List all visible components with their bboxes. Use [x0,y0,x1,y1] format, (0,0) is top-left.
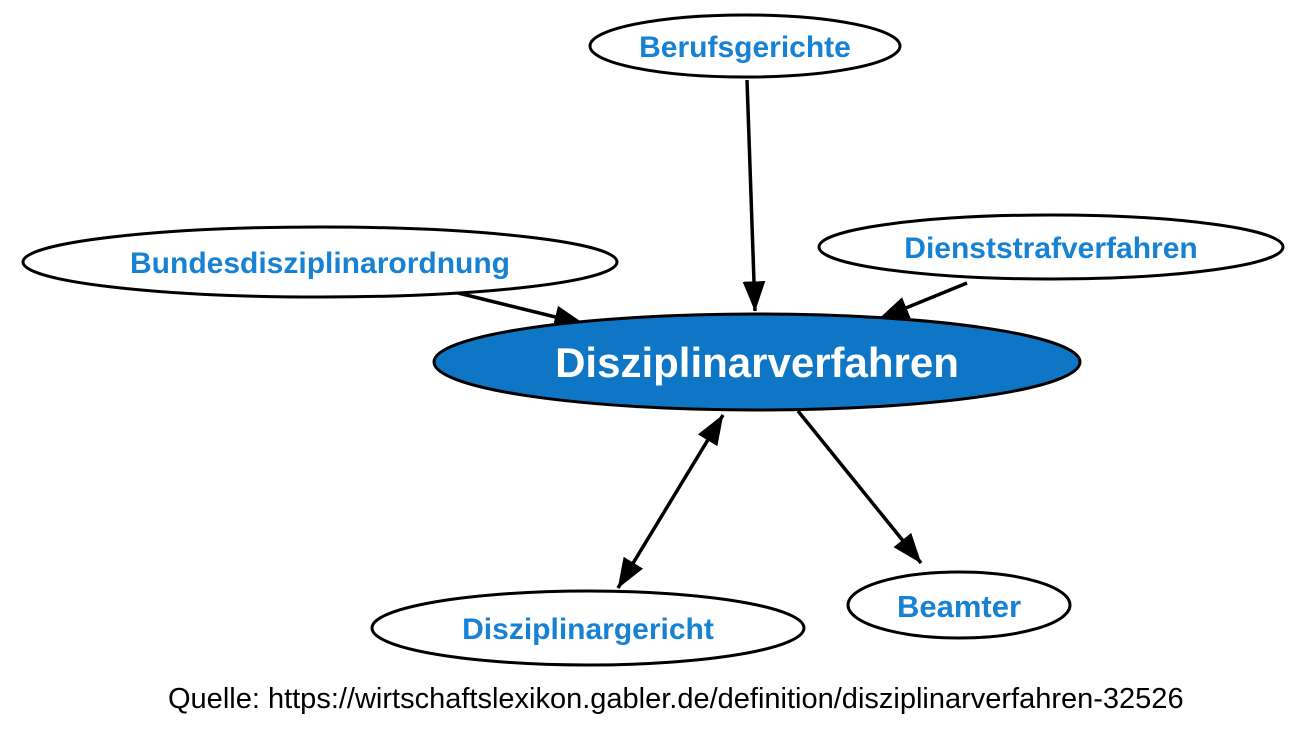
node-disziplinarverfahren-shape[interactable] [432,312,1082,412]
node-bundesdisziplinarordnung[interactable]: Bundesdisziplinarordnung [21,225,619,299]
edge-dienststrafverfahren-to-disziplinarverfahren [878,281,968,321]
node-disziplinargericht[interactable]: Disziplinargericht [370,589,806,667]
node-beamter-shape[interactable] [846,570,1072,640]
node-bundesdisziplinarordnung-shape[interactable] [21,225,619,299]
edge-disziplinarverfahren-disziplinargericht-bidirectional [616,414,725,589]
node-disziplinarverfahren-label[interactable]: Disziplinarverfahren [555,339,959,386]
edge-disziplinarverfahren-to-beamter [796,409,923,565]
node-disziplinarverfahren-central[interactable]: Disziplinarverfahren [432,312,1082,412]
node-beamter-label[interactable]: Beamter [897,589,1021,624]
node-bundesdisziplinarordnung-label[interactable]: Bundesdisziplinarordnung [130,247,510,280]
node-dienststrafverfahren[interactable]: Dienststrafverfahren [817,213,1285,281]
node-dienststrafverfahren-label[interactable]: Dienststrafverfahren [904,232,1197,265]
edge-bundesdisziplinarordnung-to-disziplinarverfahren [449,289,585,328]
edges [449,79,968,589]
node-beamter[interactable]: Beamter [846,570,1072,640]
edge-berufsgerichte-to-disziplinarverfahren [742,79,766,312]
node-berufsgerichte-shape[interactable] [588,13,902,79]
node-berufsgerichte-label[interactable]: Berufsgerichte [639,31,851,64]
node-berufsgerichte[interactable]: Berufsgerichte [588,13,902,79]
node-disziplinargericht-label[interactable]: Disziplinargericht [462,613,714,646]
source-caption: Quelle: https://wirtschaftslexikon.gable… [168,683,1184,715]
node-dienststrafverfahren-shape[interactable] [817,213,1285,281]
node-disziplinargericht-shape[interactable] [370,589,806,667]
